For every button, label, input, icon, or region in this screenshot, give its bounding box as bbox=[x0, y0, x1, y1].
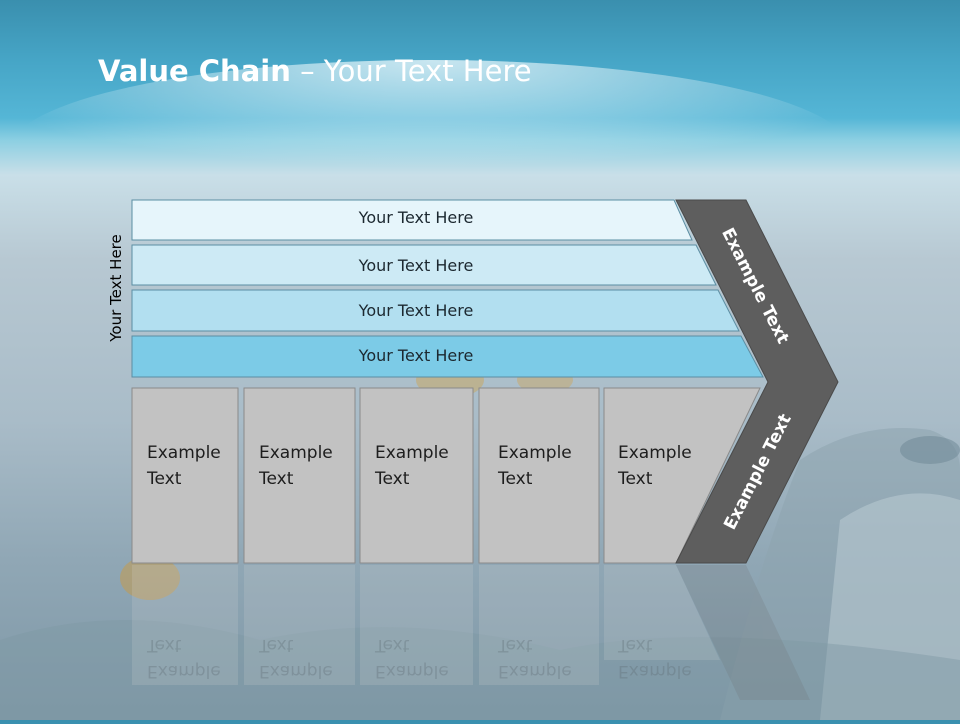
activity-box-4 bbox=[478, 387, 600, 564]
row-label-3: Your Text Here bbox=[358, 301, 474, 320]
reflection-group bbox=[132, 565, 810, 700]
row-bar-3 bbox=[131, 289, 740, 332]
row-bar-2 bbox=[131, 244, 717, 286]
row-bar-1 bbox=[131, 199, 693, 241]
activity-box-1 bbox=[131, 387, 239, 564]
row-label-2: Your Text Here bbox=[358, 256, 474, 275]
margin-chevron bbox=[675, 199, 839, 564]
row-label-1: Your Text Here bbox=[358, 208, 474, 227]
row-label-4: Your Text Here bbox=[358, 346, 474, 365]
activity-box-3 bbox=[359, 387, 474, 564]
row-bar-4 bbox=[131, 335, 764, 378]
activity-box-2 bbox=[243, 387, 356, 564]
slide-title: Value Chain – Your Text Here bbox=[98, 54, 532, 88]
